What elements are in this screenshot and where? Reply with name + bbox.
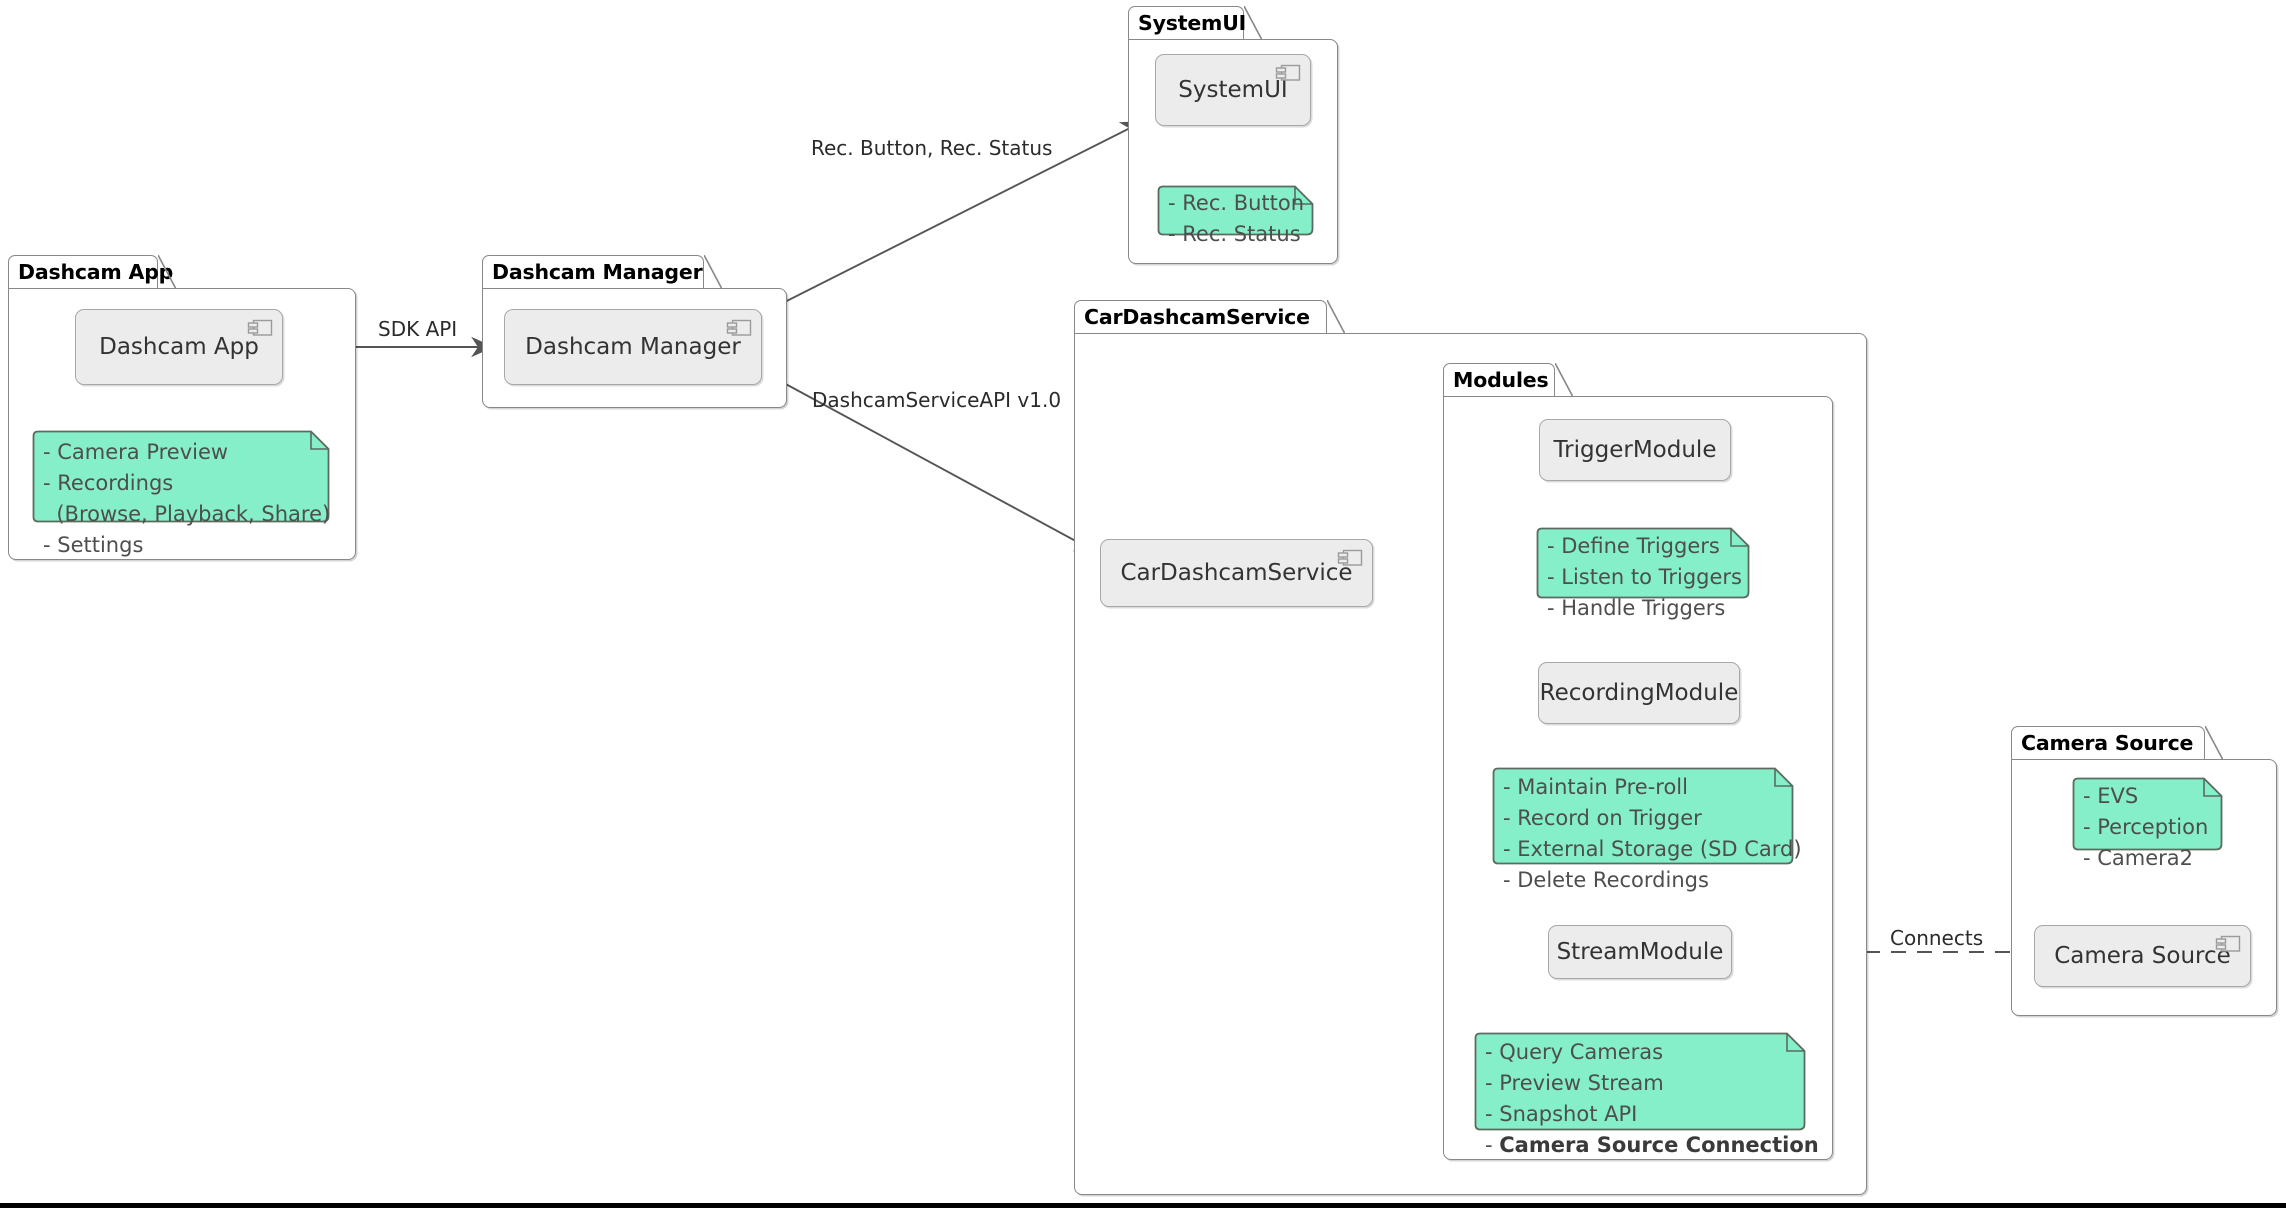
- note-systemui: - Rec. Button - Rec. Status: [1155, 183, 1316, 246]
- package-tab-cut-systemui: [1244, 6, 1262, 40]
- uml-component-icon: [726, 319, 752, 336]
- note-shape: [32, 430, 330, 523]
- package-tab-modules: Modules: [1443, 363, 1555, 397]
- package-label-systemui: SystemUI: [1138, 11, 1247, 36]
- package-label-modules: Modules: [1453, 368, 1549, 393]
- note-text-recording-module: - Maintain Pre-roll - Record on Trigger …: [1503, 775, 1802, 892]
- package-tab-cut-cardashcamservice: [1327, 300, 1345, 334]
- uml-component-icon: [1337, 549, 1363, 566]
- package-label-dashcam-manager: Dashcam Manager: [492, 260, 703, 285]
- edge-label-connects: Connects: [1890, 926, 1984, 950]
- edge-label-sdk-api: SDK API: [378, 317, 458, 341]
- note-text-stream-bold: Camera Source Connection: [1499, 1132, 1819, 1157]
- component-cardashcamservice[interactable]: CarDashcamService: [1100, 539, 1373, 607]
- uml-component-icon: [2215, 935, 2241, 952]
- component-recording-module[interactable]: RecordingModule: [1538, 662, 1740, 724]
- note-shape: [2072, 777, 2223, 851]
- note-stream-module: - Query Cameras - Preview Stream - Snaps…: [1472, 1030, 1819, 1157]
- component-label-dashcam-app: Dashcam App: [99, 333, 259, 360]
- package-tab-camera-source: Camera Source: [2011, 726, 2205, 760]
- package-tab-cut-camera-source: [2205, 726, 2223, 760]
- note-camera-source: - EVS - Perception - Camera2: [2070, 775, 2225, 870]
- package-label-camera-source: Camera Source: [2021, 731, 2194, 756]
- component-dashcam-app[interactable]: Dashcam App: [75, 309, 283, 385]
- bottom-black-bar: [0, 1203, 2286, 1208]
- component-label-recording-module: RecordingModule: [1539, 679, 1739, 706]
- note-text-stream-module: - Query Cameras - Preview Stream - Snaps…: [1472, 1030, 1819, 1167]
- note-trigger-module: - Define Triggers - Listen to Triggers -…: [1534, 525, 1752, 620]
- uml-component-icon: [247, 319, 273, 336]
- note-text-dashcam-app: - Camera Preview - Recordings (Browse, P…: [43, 440, 331, 557]
- package-label-cardashcamservice: CarDashcamService: [1084, 305, 1310, 330]
- package-tab-systemui: SystemUI: [1128, 6, 1247, 40]
- note-recording-module: - Maintain Pre-roll - Record on Trigger …: [1490, 765, 1802, 892]
- package-tab-cut-modules: [1555, 363, 1573, 397]
- component-label-cardashcamservice: CarDashcamService: [1120, 559, 1353, 586]
- note-dashcam-app: - Camera Preview - Recordings (Browse, P…: [30, 428, 332, 557]
- uml-component-icon: [1275, 64, 1301, 81]
- note-text-trigger-module: - Define Triggers - Listen to Triggers -…: [1547, 534, 1742, 620]
- component-label-trigger-module: TriggerModule: [1553, 436, 1717, 463]
- component-systemui[interactable]: SystemUI: [1155, 54, 1311, 126]
- package-label-dashcam-app: Dashcam App: [18, 260, 174, 285]
- component-dashcam-manager[interactable]: Dashcam Manager: [504, 309, 762, 385]
- package-tab-cut-dashcam-manager: [704, 255, 722, 289]
- component-stream-module[interactable]: StreamModule: [1548, 925, 1732, 979]
- package-tab-dashcam-app: Dashcam App: [8, 255, 173, 289]
- component-label-stream-module: StreamModule: [1556, 938, 1724, 965]
- note-text-stream-plain: - Query Cameras - Preview Stream - Snaps…: [1485, 1040, 1664, 1157]
- edge-label-rec-button-status: Rec. Button, Rec. Status: [811, 136, 1053, 160]
- component-camera-source[interactable]: Camera Source: [2034, 925, 2251, 987]
- component-label-camera-source: Camera Source: [2054, 942, 2231, 969]
- package-tab-cardashcamservice: CarDashcamService: [1074, 300, 1327, 334]
- note-shape: [1474, 1032, 1806, 1131]
- component-label-systemui: SystemUI: [1178, 76, 1288, 103]
- component-trigger-module[interactable]: TriggerModule: [1539, 419, 1731, 481]
- edge-label-dashcam-service-api: DashcamServiceAPI v1.0: [812, 388, 1062, 412]
- note-text-systemui: - Rec. Button - Rec. Status: [1168, 191, 1305, 246]
- component-label-dashcam-manager: Dashcam Manager: [525, 333, 741, 360]
- note-text-camera-source: - EVS - Perception - Camera2: [2083, 784, 2209, 870]
- note-shape: [1157, 185, 1314, 236]
- package-tab-cut-dashcam-app: [158, 255, 176, 289]
- package-tab-dashcam-manager: Dashcam Manager: [482, 255, 704, 289]
